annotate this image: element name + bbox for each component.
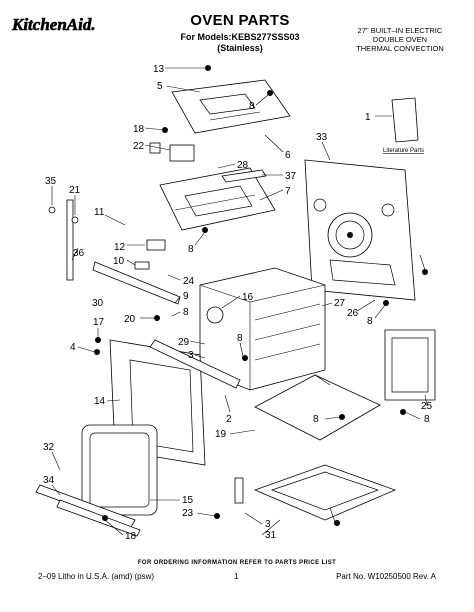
callout-30: 30 bbox=[92, 298, 104, 309]
callout-2: 2 bbox=[226, 414, 232, 425]
bottom-panel bbox=[254, 374, 381, 441]
callout-37: 37 bbox=[285, 171, 297, 182]
callout-17: 17 bbox=[93, 317, 105, 328]
page-number: 1 bbox=[234, 572, 239, 581]
finish-line: (Stainless) bbox=[217, 43, 263, 53]
callout-8: 8 bbox=[249, 101, 255, 112]
callout-11: 11 bbox=[94, 207, 105, 218]
thermal-switch bbox=[169, 144, 195, 162]
callout-8: 8 bbox=[237, 333, 243, 344]
callout-27: 27 bbox=[334, 298, 346, 309]
callout-25: 25 bbox=[421, 401, 433, 412]
callout-32: 32 bbox=[43, 442, 55, 453]
callout-3: 3 bbox=[265, 519, 271, 530]
product-spec: 27" BUILT–IN ELECTRIC DOUBLE OVEN THERMA… bbox=[330, 26, 470, 53]
svg-text:KitchenAid.: KitchenAid. bbox=[11, 15, 96, 34]
callout-8: 8 bbox=[183, 307, 189, 318]
callout-13: 13 bbox=[153, 64, 165, 75]
callout-1: 1 bbox=[365, 112, 371, 123]
callout-labels: 13 5 8 18 22 28 6 1 33 37 7 35 21 11 12 … bbox=[43, 64, 433, 542]
callout-35: 35 bbox=[45, 176, 57, 187]
callout-21: 21 bbox=[69, 185, 81, 196]
left-side-rail bbox=[66, 199, 74, 281]
door-liner bbox=[384, 329, 436, 401]
callout-31: 31 bbox=[265, 530, 277, 541]
door-gasket bbox=[81, 424, 158, 516]
callout-33: 33 bbox=[316, 132, 328, 143]
callout-8: 8 bbox=[424, 414, 430, 425]
callout-5: 5 bbox=[157, 81, 163, 92]
callout-22: 22 bbox=[133, 141, 145, 152]
screws bbox=[94, 65, 428, 526]
top-element-panel bbox=[159, 167, 276, 231]
print-info: 2–09 Litho in U.S.A. (amd) (psw) bbox=[38, 572, 155, 581]
callout-8: 8 bbox=[313, 414, 319, 425]
callout-23: 23 bbox=[182, 508, 194, 519]
spec-line-1: 27" BUILT–IN ELECTRIC bbox=[357, 26, 443, 35]
part-number: Part No. W10250500 Rev. A bbox=[336, 572, 436, 581]
vent-trim bbox=[92, 261, 181, 305]
callout-20: 20 bbox=[124, 314, 136, 325]
callout-18: 18 bbox=[125, 531, 137, 542]
callout-6: 6 bbox=[285, 150, 291, 161]
spec-line-3: THERMAL CONVECTION bbox=[356, 44, 444, 53]
callout-12: 12 bbox=[114, 242, 126, 253]
leader-lines bbox=[51, 67, 428, 536]
callout-29: 29 bbox=[178, 337, 190, 348]
spec-line-2: DOUBLE OVEN bbox=[372, 35, 428, 44]
callout-3: 3 bbox=[188, 350, 194, 361]
literature-parts-box bbox=[391, 97, 419, 143]
model-info: For Models:KEBS277SSS03 (Stainless) bbox=[160, 32, 320, 54]
callout-28: 28 bbox=[237, 160, 249, 171]
callout-19: 19 bbox=[215, 429, 227, 440]
callout-14: 14 bbox=[94, 396, 106, 407]
callout-18: 18 bbox=[133, 124, 145, 135]
kitchenaid-logo: KitchenAid. bbox=[11, 15, 96, 35]
broil-pan bbox=[253, 464, 397, 521]
callout-16: 16 bbox=[242, 292, 254, 303]
callout-26: 26 bbox=[347, 308, 359, 319]
callout-24: 24 bbox=[183, 276, 195, 287]
callout-34: 34 bbox=[43, 475, 55, 486]
ordering-note: FOR ORDERING INFORMATION REFER TO PARTS … bbox=[137, 560, 337, 566]
page-title: OVEN PARTS bbox=[190, 12, 290, 29]
literature-label: Literature Parts bbox=[383, 148, 424, 154]
callout-15: 15 bbox=[182, 495, 194, 506]
models-line: For Models:KEBS277SSS03 bbox=[180, 32, 300, 42]
callout-8: 8 bbox=[188, 244, 194, 255]
callout-10: 10 bbox=[113, 256, 125, 267]
top-vent-panel bbox=[171, 79, 291, 134]
callout-36: 36 bbox=[73, 248, 85, 259]
callout-4: 4 bbox=[70, 342, 76, 353]
callout-7: 7 bbox=[285, 186, 291, 197]
callout-8: 8 bbox=[367, 316, 373, 327]
callout-9: 9 bbox=[183, 291, 189, 302]
